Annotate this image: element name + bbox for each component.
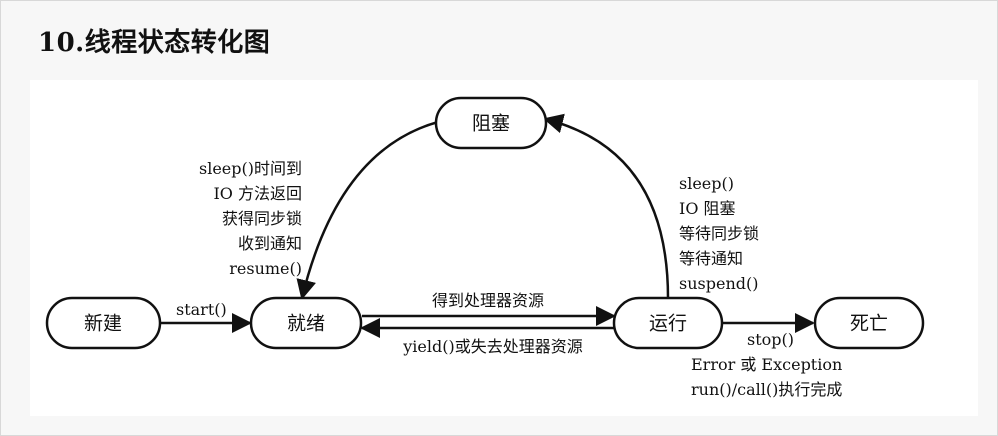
node-blocked-label: 阻塞 — [472, 113, 510, 135]
label-line: 获得同步锁 — [222, 209, 302, 228]
label-line: IO 方法返回 — [213, 184, 302, 203]
node-new-label: 新建 — [84, 313, 122, 335]
edge-blocked-to-ready — [296, 120, 439, 300]
label-yield: yield()或失去处理器资源 — [402, 337, 582, 356]
node-new: 新建 — [45, 296, 162, 350]
label-get-processor: 得到处理器资源 — [432, 291, 544, 310]
label-line: run()/call()执行完成 — [691, 380, 842, 399]
label-line: 收到通知 — [238, 234, 302, 253]
label-line: sleep()时间到 — [199, 159, 302, 178]
label-block-release: sleep()时间到 IO 方法返回 获得同步锁 收到通知 resume() — [199, 159, 302, 278]
label-line: resume() — [229, 259, 302, 278]
node-running: 运行 — [612, 296, 724, 350]
node-blocked: 阻塞 — [434, 96, 548, 150]
label-line: 等待通知 — [679, 249, 743, 268]
label-line: IO 阻塞 — [679, 199, 736, 218]
node-ready: 就绪 — [249, 296, 363, 350]
label-line: Error 或 Exception — [691, 355, 842, 374]
label-start: start() — [176, 300, 227, 319]
label-line: stop() — [747, 330, 794, 349]
label-termination: stop() Error 或 Exception run()/call()执行完… — [691, 330, 842, 399]
node-dead-label: 死亡 — [850, 313, 888, 335]
label-line: 等待同步锁 — [679, 224, 759, 243]
node-ready-label: 就绪 — [287, 313, 325, 335]
node-dead: 死亡 — [813, 296, 925, 350]
label-block-enter: sleep() IO 阻塞 等待同步锁 等待通知 suspend() — [679, 174, 759, 293]
figure-heading: 10.线程状态转化图 — [38, 28, 271, 58]
label-line: sleep() — [679, 174, 734, 193]
edge-running-to-blocked — [543, 113, 670, 299]
node-running-label: 运行 — [649, 313, 687, 335]
label-line: suspend() — [679, 274, 758, 293]
